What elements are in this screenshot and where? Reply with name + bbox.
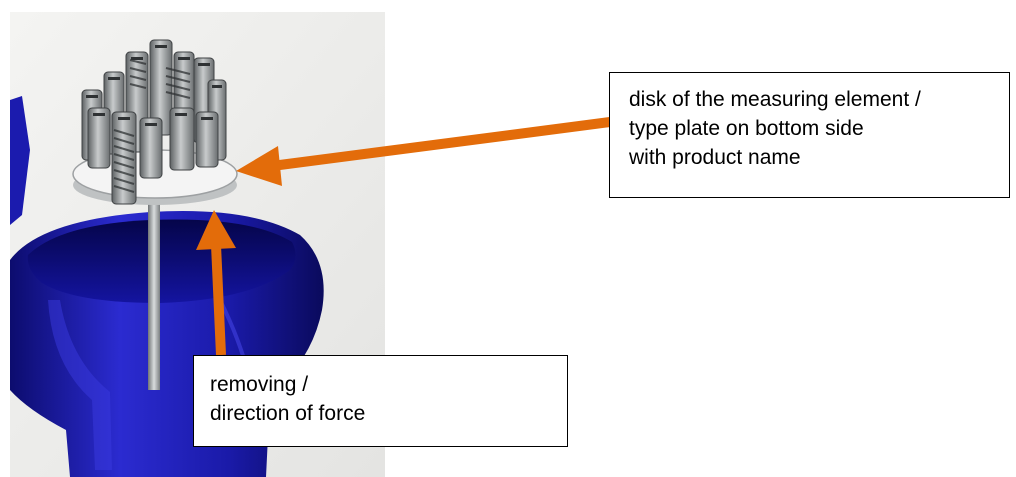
photo bbox=[10, 12, 385, 477]
callout-force-description: removing / direction of force bbox=[193, 355, 568, 447]
force-arrow bbox=[196, 210, 236, 356]
callout-disk-line-1: disk of the measuring element / bbox=[629, 88, 921, 111]
rod bbox=[148, 200, 160, 390]
callout-disk-line-2: type plate on bottom side bbox=[629, 117, 864, 140]
callout-force-line-2: direction of force bbox=[210, 402, 366, 425]
disk-arrow bbox=[236, 117, 611, 186]
spring-holders bbox=[81, 39, 227, 205]
callout-disk-line-3: with product name bbox=[629, 146, 801, 169]
callout-force-line-1: removing / bbox=[210, 373, 309, 396]
callout-disk-description: disk of the measuring element / type pla… bbox=[609, 72, 1010, 198]
